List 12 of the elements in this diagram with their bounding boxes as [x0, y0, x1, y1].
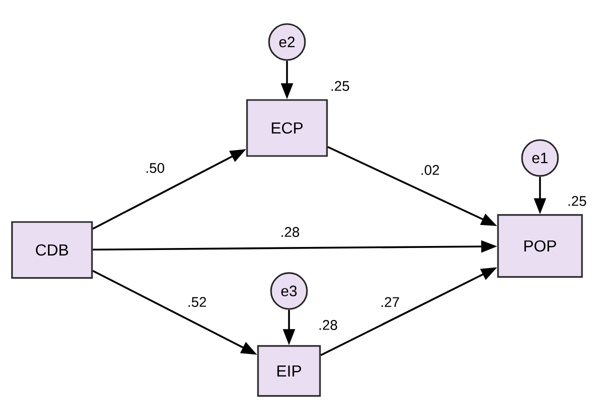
variable-box: ECP: [246, 99, 328, 157]
edge-label: .27: [379, 296, 401, 308]
edge-label: .52: [186, 296, 208, 308]
coefficient-label: .25: [568, 196, 586, 206]
variable-box: EIP: [257, 345, 321, 397]
edge-label: .50: [144, 162, 166, 174]
coefficient-label: .25: [332, 81, 350, 91]
coefficient-label: .28: [320, 320, 338, 330]
edge-label: .02: [419, 164, 441, 176]
variable-box: CDB: [11, 221, 93, 279]
edge-label: .28: [279, 226, 301, 238]
variable-box: POP: [497, 214, 583, 278]
